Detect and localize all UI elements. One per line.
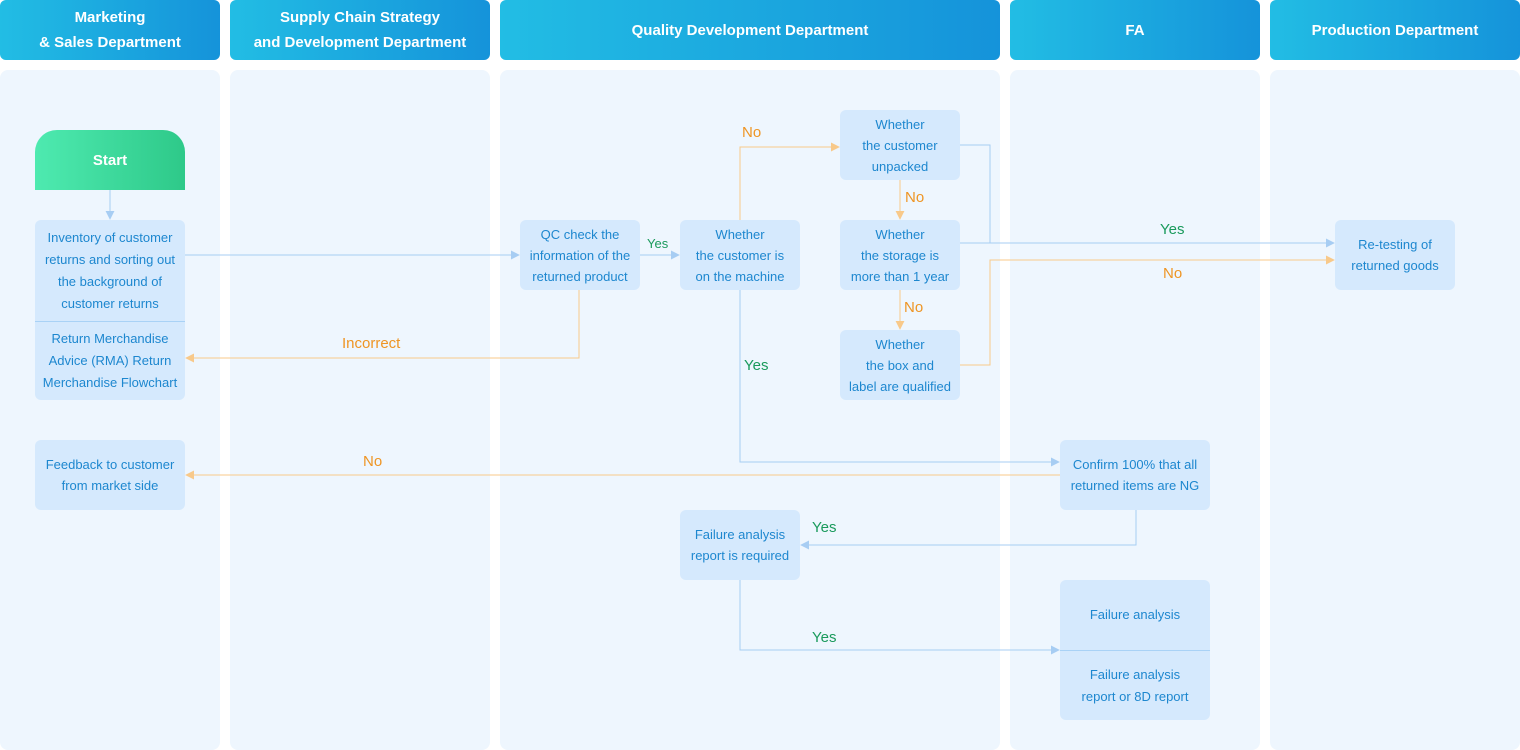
start-node: Start bbox=[35, 130, 185, 190]
label-incorrect: Incorrect bbox=[342, 335, 401, 352]
lane-header-supply-chain: Supply Chain Strategy and Development De… bbox=[230, 0, 490, 60]
inventory-returns-step: Inventory of customer returns and sortin… bbox=[44, 229, 176, 311]
retesting-node: Re-testing of returned goods bbox=[1335, 220, 1455, 290]
label-retest-yes: Yes bbox=[1160, 221, 1185, 238]
edge-fa-required-analysis bbox=[739, 580, 1060, 655]
lane-supply-chain bbox=[230, 70, 490, 750]
edge-machine-unpacked bbox=[739, 142, 840, 220]
lane-header-production: Production Department bbox=[1270, 0, 1520, 60]
feedback-to-customer-node: Feedback to customer from market side bbox=[35, 440, 185, 510]
edge-qc-incorrect bbox=[185, 290, 580, 363]
label-machine-no: No bbox=[742, 124, 762, 141]
label-fa-yes: Yes bbox=[812, 629, 837, 646]
label-qc-yes: Yes bbox=[647, 236, 669, 251]
edge-unpacked-retest bbox=[960, 144, 991, 243]
lane-header-marketing-sales: Marketing & Sales Department bbox=[0, 0, 220, 60]
label-machine-yes: Yes bbox=[744, 357, 769, 374]
failure-analysis-step: Failure analysis bbox=[1089, 607, 1181, 622]
storage-decision: Whether the storage is more than 1 year bbox=[840, 220, 960, 290]
unpacked-decision: Whether the customer unpacked bbox=[840, 110, 960, 180]
label-storage-no: No bbox=[904, 299, 924, 316]
rma-flowchart-step: Return Merchandise Advice (RMA) Return M… bbox=[42, 331, 178, 390]
node-divider bbox=[1060, 650, 1210, 651]
failure-analysis-node: Failure analysis Failure analysis report… bbox=[1060, 580, 1210, 720]
edge-machine-confirm bbox=[739, 290, 1060, 467]
inventory-rma-node: Inventory of customer returns and sortin… bbox=[35, 220, 185, 400]
label-confirm-yes: Yes bbox=[812, 519, 837, 536]
lane-production bbox=[1270, 70, 1520, 750]
lane-header-fa: FA bbox=[1010, 0, 1260, 60]
label-retest-no: No bbox=[1163, 265, 1183, 282]
edge-confirm-fa-required bbox=[800, 510, 1137, 550]
edge-box-retest bbox=[960, 255, 1335, 366]
lane-header-quality-development: Quality Development Department bbox=[500, 0, 1000, 60]
label-unpacked-no: No bbox=[905, 189, 925, 206]
node-divider bbox=[35, 321, 185, 322]
label-feedback-no: No bbox=[363, 453, 383, 470]
box-label-decision: Whether the box and label are qualified bbox=[840, 330, 960, 400]
fa-report-required-decision: Failure analysis report is required bbox=[680, 510, 800, 580]
confirm-ng-node: Confirm 100% that all returned items are… bbox=[1060, 440, 1210, 510]
fa-8d-report-step: Failure analysis report or 8D report bbox=[1081, 666, 1189, 704]
lane-quality-development bbox=[500, 70, 1000, 750]
on-machine-decision: Whether the customer is on the machine bbox=[680, 220, 800, 290]
qc-check-node: QC check the information of the returned… bbox=[520, 220, 640, 290]
